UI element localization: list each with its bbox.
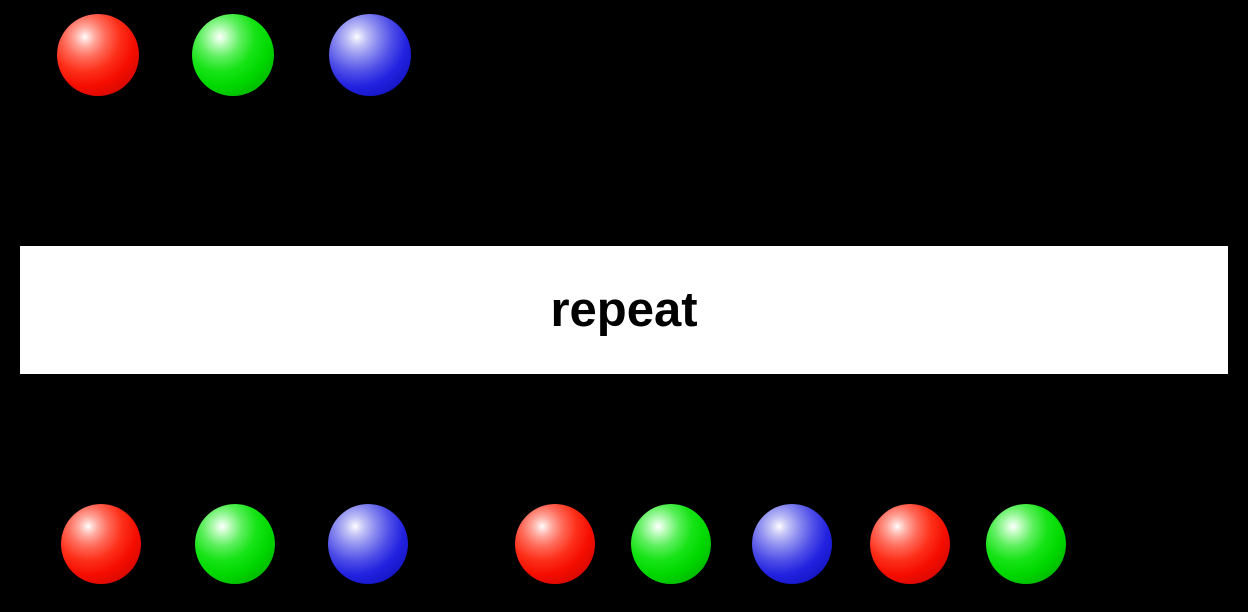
green-sphere [986, 504, 1066, 584]
red-sphere [57, 14, 139, 96]
repeat-label: repeat [550, 282, 698, 337]
red-sphere [515, 504, 595, 584]
red-sphere [61, 504, 141, 584]
red-sphere [870, 504, 950, 584]
blue-sphere [752, 504, 832, 584]
green-sphere [192, 14, 274, 96]
repeat-bar[interactable]: repeat [20, 246, 1228, 374]
blue-sphere [329, 14, 411, 96]
green-sphere [195, 504, 275, 584]
green-sphere [631, 504, 711, 584]
blue-sphere [328, 504, 408, 584]
